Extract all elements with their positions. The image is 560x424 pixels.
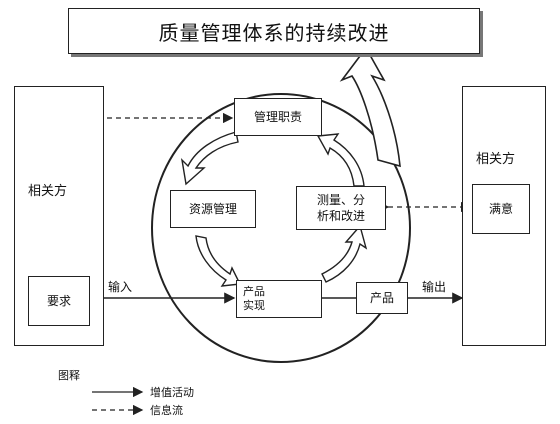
continuous-improvement-arrow	[339, 46, 401, 168]
cycle-arrow-measure-to-mgmt	[316, 133, 365, 187]
satisfaction-text: 满意	[488, 202, 513, 216]
cycle-arrow-mgmt-to-resource	[180, 131, 239, 186]
resource-mgmt-text: 资源管理	[188, 202, 237, 216]
product-realization-box: 产品 实现	[236, 280, 322, 318]
output-label: 输出	[422, 280, 447, 294]
requirement-text: 要求	[46, 294, 71, 308]
satisfaction-box: 满意	[472, 184, 530, 234]
right-party-label: 相关方	[476, 152, 516, 167]
cycle-arrow-resource-to-realize	[195, 235, 242, 287]
cycle-arrow-realize-to-measure	[321, 224, 368, 283]
title-banner: 质量管理体系的持续改进	[68, 8, 480, 54]
resource-mgmt-box: 资源管理	[170, 190, 256, 228]
mgmt-responsibility-text: 管理职责	[253, 110, 302, 124]
left-party-label: 相关方	[28, 184, 68, 199]
measure-analysis-text: 测量、分 析和改进	[316, 193, 365, 223]
diagram-title: 质量管理体系的持续改进	[158, 20, 390, 45]
improvement-cycle-circle	[151, 93, 411, 363]
legend-solid-label: 增值活动	[150, 386, 194, 399]
legend-title: 图释	[58, 369, 80, 382]
measure-analysis-box: 测量、分 析和改进	[296, 186, 386, 230]
requirement-box: 要求	[28, 276, 90, 326]
product-realization-text: 产品 实现	[243, 285, 265, 312]
product-box: 产品	[356, 282, 408, 314]
mgmt-responsibility-box: 管理职责	[234, 98, 322, 136]
legend-dashed-label: 信息流	[150, 404, 183, 417]
input-label: 输入	[108, 280, 133, 294]
product-text: 产品	[369, 291, 394, 305]
